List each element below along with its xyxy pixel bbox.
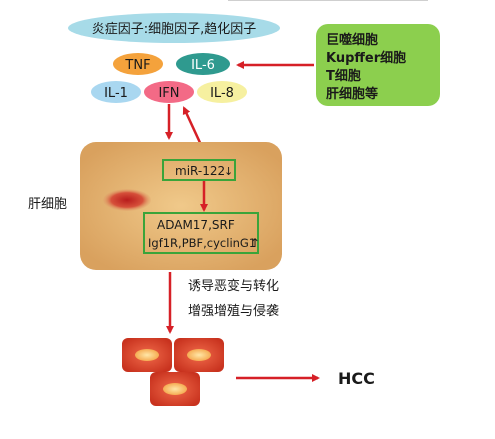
- cytokine-shape: [113, 53, 163, 75]
- tumor-cell-nucleus: [135, 349, 159, 361]
- tumor-cell-nucleus: [187, 349, 211, 361]
- mirna-down-arrow: ↓: [224, 165, 233, 178]
- source-cells-box: 巨噬细胞 Kupffer细胞 T细胞 肝细胞等: [316, 24, 440, 106]
- targets-up-arrow: ↑: [250, 236, 260, 250]
- targets-line-1: ADAM17,SRF: [157, 218, 235, 232]
- source-line-1: 巨噬细胞: [326, 32, 378, 48]
- targets-box-border: [143, 212, 259, 254]
- mirna-text: miR-122: [175, 164, 225, 178]
- cytokine-ifn: IFN: [144, 81, 194, 103]
- cytokine-shape: [91, 81, 141, 103]
- cytokine-shape: [176, 53, 230, 75]
- source-box-shape: [316, 24, 440, 106]
- cytokine-il6: IL-6: [176, 53, 230, 75]
- process-line-1: 诱导恶变与转化: [188, 278, 279, 294]
- cytokine-label: TNF: [124, 58, 150, 73]
- targets-box: ADAM17,SRF Igf1R,PBF,cyclinG1 ↑: [143, 212, 260, 254]
- cytokine-label: IL-8: [210, 86, 234, 101]
- cytokine-shape: [197, 81, 247, 103]
- source-line-4: 肝细胞等: [326, 86, 378, 102]
- tumor-cell-nucleus: [163, 383, 187, 395]
- cytokine-shape: [144, 81, 194, 103]
- cytokine-label: IL-6: [191, 58, 215, 73]
- tumor-cells: [122, 338, 224, 406]
- cytokine-il8: IL-8: [197, 81, 247, 103]
- top-divider-line: [228, 0, 428, 1]
- cytokine-label: IFN: [158, 86, 179, 101]
- oval-shape: [68, 13, 280, 43]
- cytokine-tnf: TNF: [113, 53, 163, 75]
- process-line-2: 增强增殖与侵袭: [188, 303, 279, 319]
- source-line-3: T细胞: [326, 68, 361, 84]
- hepatocyte-shape: [80, 142, 282, 270]
- hepatocyte-label: 肝细胞: [28, 197, 67, 212]
- oval-text: 炎症因子:细胞因子,趋化因子: [92, 22, 257, 37]
- hepatocyte-nucleus: [103, 189, 151, 211]
- mirna-box-border: [162, 159, 236, 181]
- targets-line-2: Igf1R,PBF,cyclinG1: [148, 236, 256, 250]
- cytokine-il1: IL-1: [91, 81, 141, 103]
- hcc-label: HCC: [338, 369, 375, 388]
- source-line-2: Kupffer细胞: [326, 50, 406, 66]
- inflammatory-factors-oval: 炎症因子:细胞因子,趋化因子: [68, 13, 280, 43]
- hepatocyte-cell: [80, 142, 282, 270]
- cytokine-label: IL-1: [104, 86, 128, 101]
- mirna-box: miR-122 ↓: [162, 159, 236, 181]
